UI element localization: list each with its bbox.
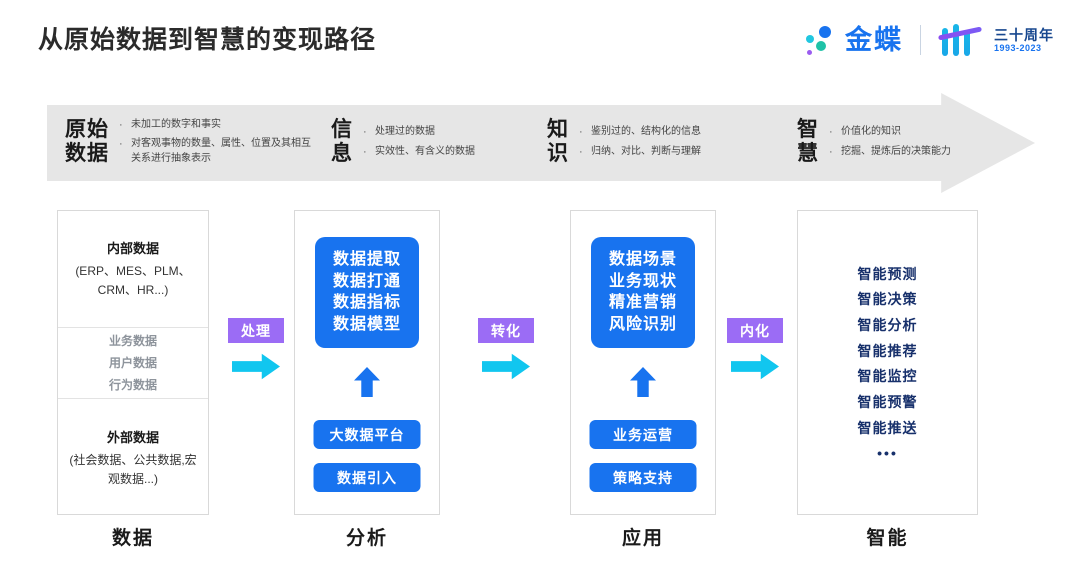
pipeline-card-intelligence: 智能预测 智能决策 智能分析 智能推荐 智能监控 智能预警 智能推送 ••• xyxy=(797,210,978,515)
external-data-section: 外部数据 (社会数据、公共数据,宏观数据...) xyxy=(58,399,208,516)
analysis-pill-platform[interactable]: 大数据平台 xyxy=(313,420,421,449)
connector-tag: 转化 xyxy=(478,318,534,343)
connector-tag: 内化 xyxy=(727,318,783,343)
list-item: 智能分析 xyxy=(857,316,918,333)
bullet-dot-icon: · xyxy=(829,125,833,138)
bullet-dot-icon: · xyxy=(829,145,833,158)
internal-data-desc: (ERP、MES、PLM、CRM、HR...) xyxy=(75,264,191,297)
logo-divider xyxy=(920,25,921,55)
application-pill-strategy[interactable]: 策略支持 xyxy=(589,463,697,492)
bullet-text: 对客观事物的数量、属性、位置及其相互关系进行抽象表示 xyxy=(131,138,311,164)
bullet-item: · 归纳、对比、判断与理解 xyxy=(579,145,701,160)
list-item: 智能预警 xyxy=(857,394,918,411)
dikw-stage-wisdom: 智 慧 · 价值化的知识 · 挖掘、提炼后的决策能力 xyxy=(797,109,951,175)
middle-data-line: 用户数据 xyxy=(108,355,157,370)
stage-bullets: · 处理过的数据 · 实效性、有含义的数据 xyxy=(363,125,475,160)
analysis-main-box: 数据提取 数据打通 数据指标 数据模型 xyxy=(315,237,419,349)
bullet-item: · 鉴别过的、结构化的信息 xyxy=(579,125,701,140)
bullet-text: 处理过的数据 xyxy=(375,125,435,137)
right-arrow-icon xyxy=(482,353,530,380)
bullet-item: · 挖掘、提炼后的决策能力 xyxy=(829,145,951,160)
list-item: 智能预测 xyxy=(857,265,918,282)
right-arrow-icon xyxy=(232,353,280,380)
bullet-item: · 对客观事物的数量、属性、位置及其相互关系进行抽象表示 xyxy=(119,137,311,166)
external-data-desc: (社会数据、公共数据,宏观数据...) xyxy=(69,452,197,486)
list-ellipsis: ••• xyxy=(877,445,898,462)
pipeline-label-data: 数据 xyxy=(111,528,154,549)
bullet-dot-icon: · xyxy=(579,145,583,158)
anniversary-mark-icon xyxy=(937,22,983,58)
external-data-heading: 外部数据 xyxy=(106,429,159,445)
stage-bullets: · 价值化的知识 · 挖掘、提炼后的决策能力 xyxy=(829,125,951,160)
bullet-dot-icon: · xyxy=(363,145,367,158)
dikw-stage-information: 信 息 · 处理过的数据 · 实效性、有含义的数据 xyxy=(331,109,475,175)
stage-title: 信 息 xyxy=(331,118,353,165)
bullet-dot-icon: · xyxy=(119,118,123,131)
anniversary-text: 三十周年 1993-2023 xyxy=(994,27,1054,53)
stage-title: 原始 数据 xyxy=(65,118,109,165)
band-arrow-shape xyxy=(47,93,1035,193)
pipeline-label-intelligence: 智能 xyxy=(866,528,909,549)
middle-data-line: 行为数据 xyxy=(108,378,157,393)
middle-data-line: 业务数据 xyxy=(108,333,157,348)
connector-internalization: 内化 xyxy=(727,318,783,380)
analysis-pill-ingest[interactable]: 数据引入 xyxy=(313,463,421,492)
bullet-item: · 未加工的数字和事实 xyxy=(119,118,311,133)
pipeline-card-data: 内部数据 (ERP、MES、PLM、CRM、HR...) 业务数据 用户数据 行… xyxy=(57,210,209,515)
right-arrow-icon xyxy=(731,353,779,380)
stage-title: 智 慧 xyxy=(797,118,819,165)
bullet-text: 挖掘、提炼后的决策能力 xyxy=(841,145,951,157)
bullet-dot-icon: · xyxy=(363,125,367,138)
connector-processing: 处理 xyxy=(228,318,284,380)
bullet-text: 价值化的知识 xyxy=(841,125,901,137)
stage-title: 知 识 xyxy=(547,118,569,165)
bullet-dot-icon: · xyxy=(119,138,123,151)
bullet-text: 鉴别过的、结构化的信息 xyxy=(591,125,701,137)
list-item: 智能决策 xyxy=(857,291,918,308)
dikw-stage-knowledge: 知 识 · 鉴别过的、结构化的信息 · 归纳、对比、判断与理解 xyxy=(547,109,701,175)
list-item: 智能监控 xyxy=(857,368,918,385)
bullet-dot-icon: · xyxy=(579,125,583,138)
intelligence-list: 智能预测 智能决策 智能分析 智能推荐 智能监控 智能预警 智能推送 ••• xyxy=(798,211,977,514)
connector-transformation: 转化 xyxy=(478,318,534,380)
bullet-item: · 价值化的知识 xyxy=(829,125,951,140)
internal-data-heading: 内部数据 xyxy=(106,241,159,257)
anniversary-years: 1993-2023 xyxy=(994,42,1042,53)
pipeline-label-application: 应用 xyxy=(621,528,664,549)
pipeline-card-application: 数据场景 业务现状 精准营销 风险识别 业务运营 策略支持 xyxy=(570,210,716,515)
up-arrow-icon xyxy=(354,367,380,397)
up-arrow-icon xyxy=(630,367,656,397)
internal-data-section: 内部数据 (ERP、MES、PLM、CRM、HR...) xyxy=(58,211,208,327)
pipeline-card-analysis: 数据提取 数据打通 数据指标 数据模型 大数据平台 数据引入 xyxy=(294,210,440,515)
pipeline-label-analysis: 分析 xyxy=(345,528,388,549)
list-item: 智能推荐 xyxy=(857,342,918,359)
bullet-text: 实效性、有含义的数据 xyxy=(375,145,475,157)
brand-logo: 金蝶 三十周年 1993-2023 xyxy=(803,18,1054,62)
bullet-item: · 处理过的数据 xyxy=(363,125,475,140)
stage-bullets: · 鉴别过的、结构化的信息 · 归纳、对比、判断与理解 xyxy=(579,125,701,160)
list-item: 智能推送 xyxy=(857,419,918,436)
bullet-text: 归纳、对比、判断与理解 xyxy=(591,145,701,157)
application-pill-operations[interactable]: 业务运营 xyxy=(589,420,697,449)
bullet-text: 未加工的数字和事实 xyxy=(131,118,221,130)
connector-tag: 处理 xyxy=(228,318,284,343)
dikw-arrow-band: 原始 数据 · 未加工的数字和事实 · 对客观事物的数量、属性、位置及其相互关系… xyxy=(47,93,1035,193)
application-main-box: 数据场景 业务现状 精准营销 风险识别 xyxy=(591,237,695,349)
stage-bullets: · 未加工的数字和事实 · 对客观事物的数量、属性、位置及其相互关系进行抽象表示 xyxy=(119,118,311,167)
page-title: 从原始数据到智慧的变现路径 xyxy=(38,26,377,54)
middle-data-section: 业务数据 用户数据 行为数据 xyxy=(58,327,208,399)
dikw-stage-raw-data: 原始 数据 · 未加工的数字和事实 · 对客观事物的数量、属性、位置及其相互关系… xyxy=(65,109,311,175)
brand-name: 金蝶 xyxy=(845,24,903,55)
bullet-item: · 实效性、有含义的数据 xyxy=(363,145,475,160)
anniversary-label: 三十周年 xyxy=(994,26,1054,43)
kingdee-dots-icon xyxy=(803,24,835,56)
